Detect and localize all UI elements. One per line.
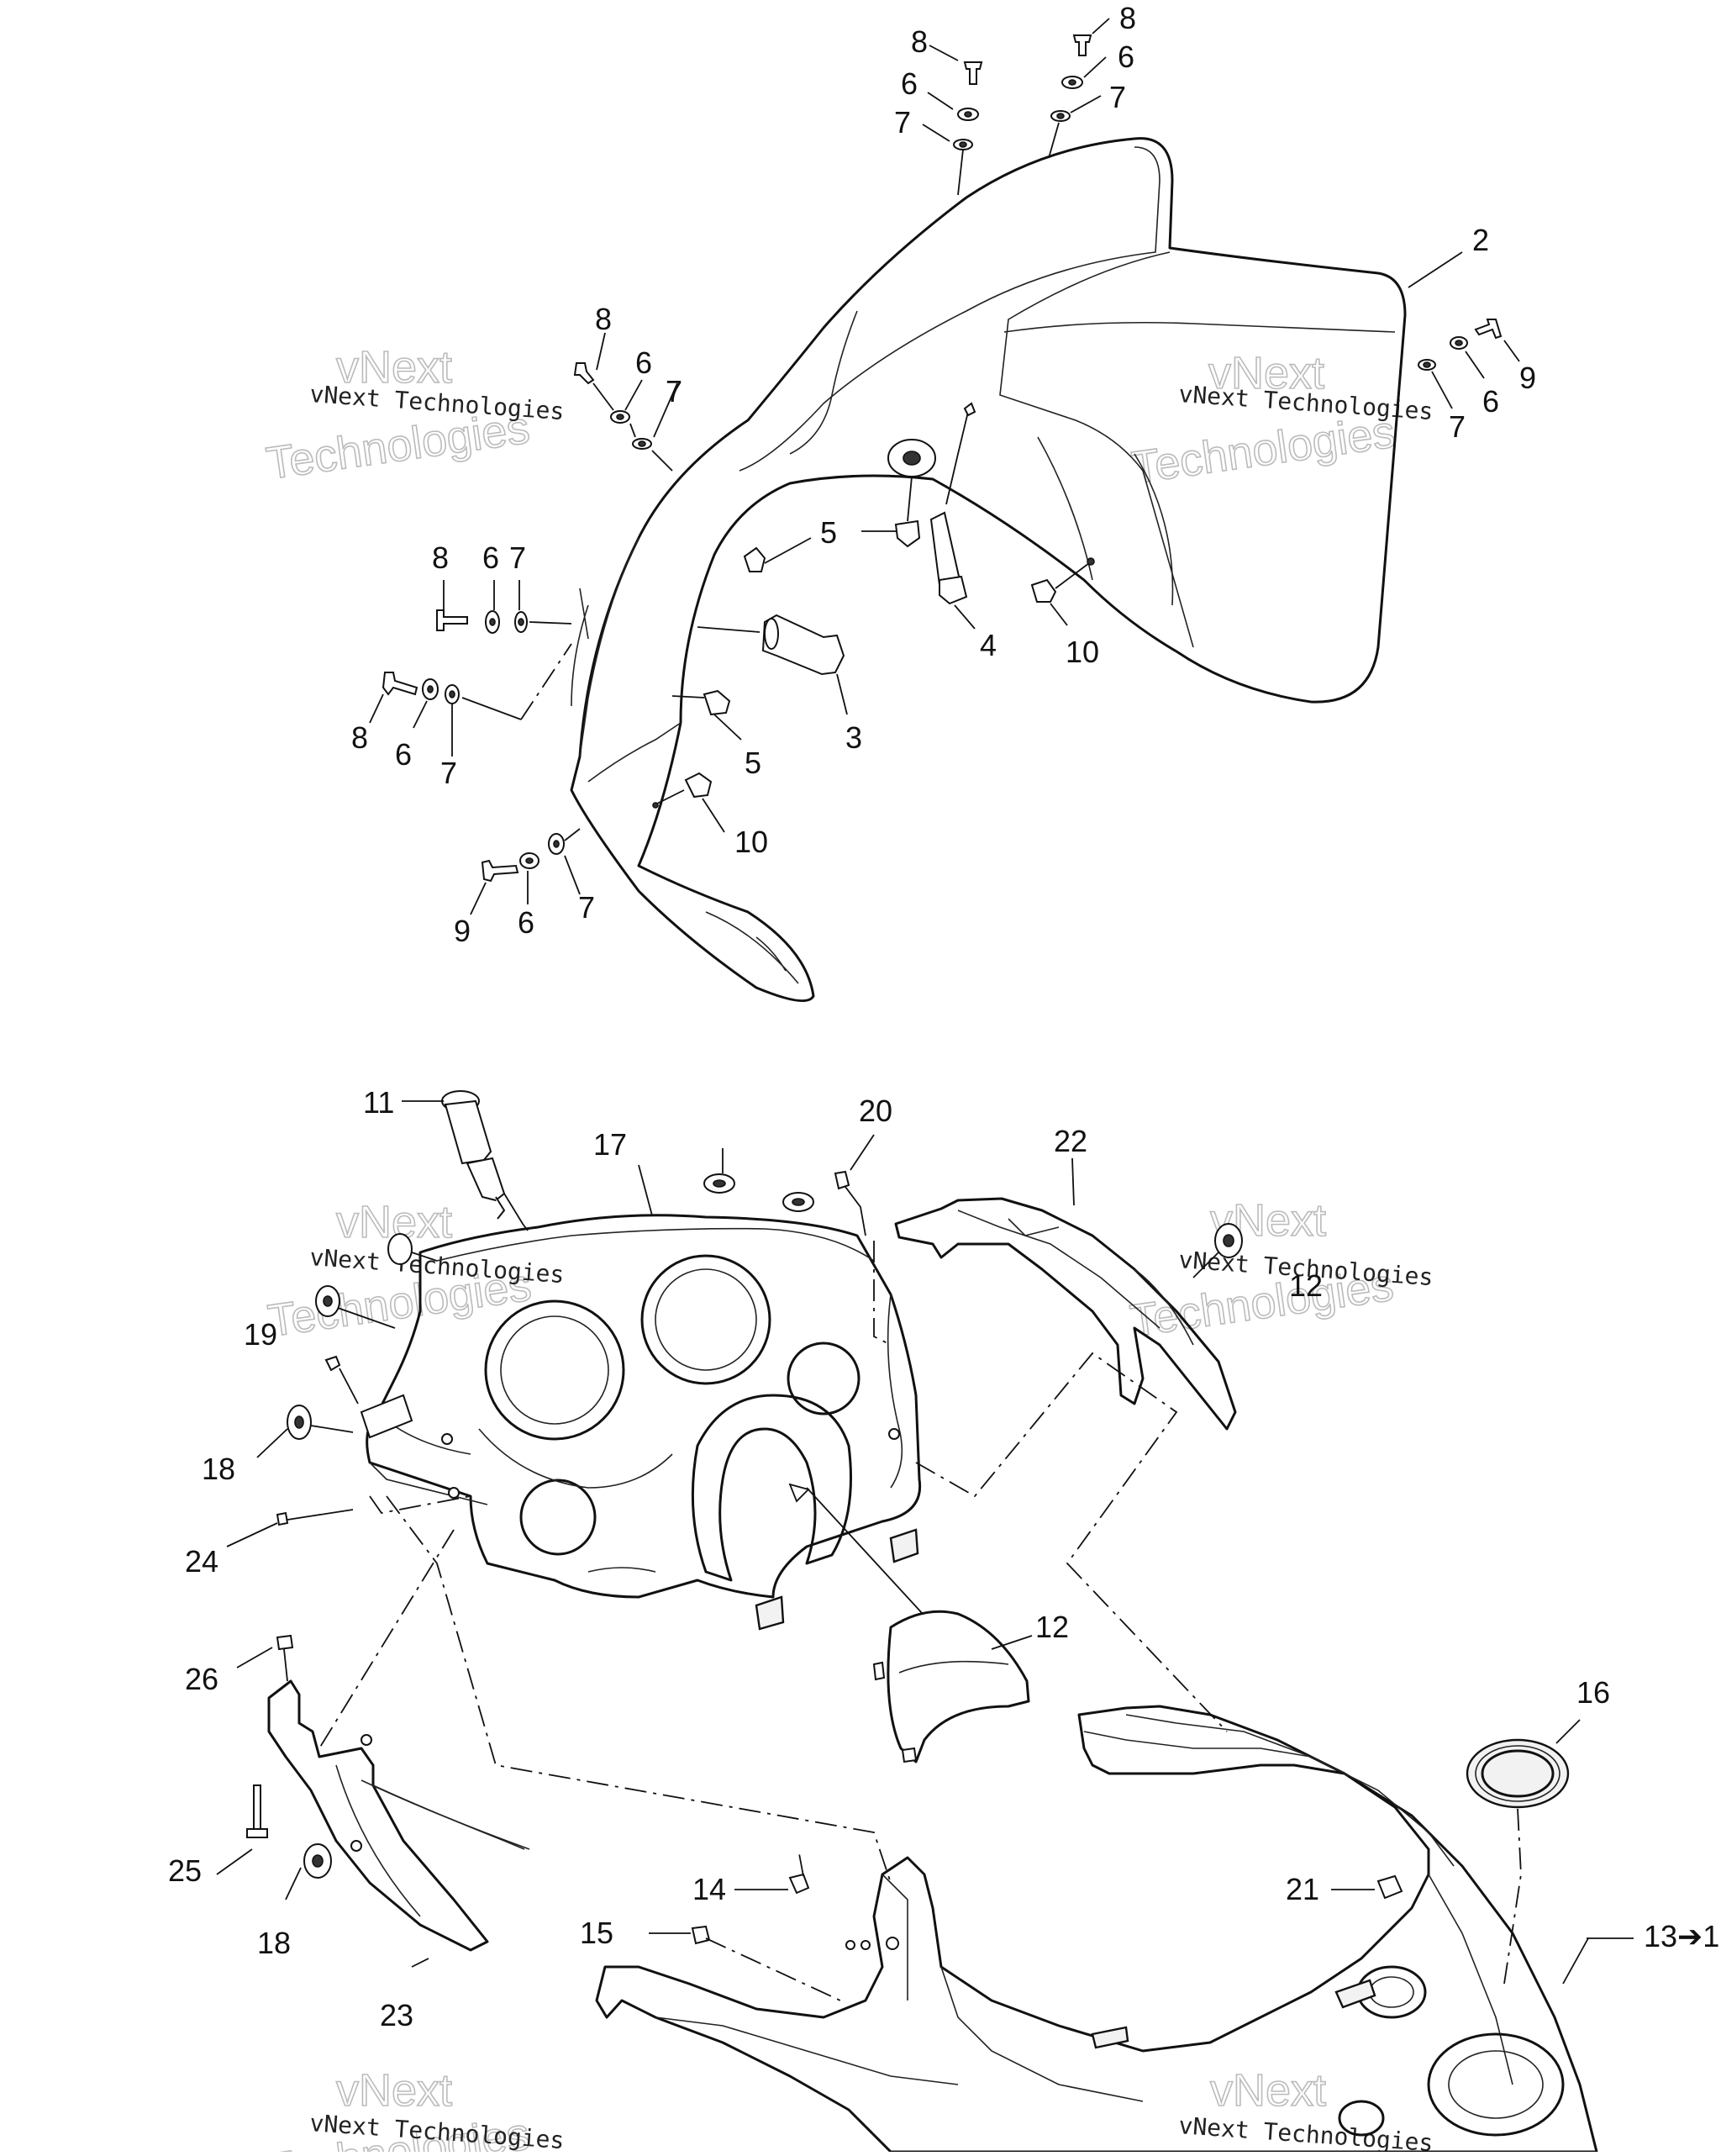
callout-11: 11 — [363, 1085, 394, 1120]
callout-22: 22 — [1054, 1124, 1087, 1158]
fastener-15 — [649, 1925, 841, 2001]
callout-4: 4 — [980, 628, 997, 662]
callout-26: 26 — [185, 1662, 218, 1696]
callout-6: 6 — [901, 66, 918, 101]
callout-18: 18 — [202, 1452, 235, 1486]
accessory-socket-part — [402, 1090, 529, 1231]
callout-24: 24 — [185, 1544, 218, 1579]
watermark-bottom-right: vNext vNext Technologies — [1178, 2064, 1434, 2156]
callout-7: 7 — [894, 105, 911, 140]
callout-18: 18 — [257, 1926, 291, 1960]
hardware-stack-bottom-left — [470, 828, 581, 915]
hardware-stack-top-center — [922, 45, 983, 196]
callout-3: 3 — [845, 720, 862, 755]
callout-7: 7 — [1109, 80, 1126, 114]
watermark-bottom-left: vNext Technologies vNext Technologies — [263, 2064, 566, 2156]
right-side-trim-part — [894, 1197, 1237, 1431]
callout-17: 17 — [593, 1127, 627, 1162]
callout-12: 12 — [1035, 1610, 1069, 1644]
callout-7: 7 — [666, 374, 682, 409]
hardware-stack-left-lower — [369, 643, 572, 756]
lower-body-part — [595, 1705, 1598, 2153]
fastener-21 — [1331, 1874, 1403, 1900]
callout-8: 8 — [595, 302, 612, 336]
callout-6: 6 — [1482, 384, 1499, 419]
callout-8: 8 — [1119, 1, 1136, 35]
callout-20: 20 — [859, 1094, 892, 1128]
callout-6: 6 — [1118, 40, 1134, 74]
callout-9: 9 — [454, 914, 471, 948]
watermark-brand-top: vNext — [336, 2065, 452, 2116]
callout-23: 23 — [380, 1998, 413, 2032]
callout-8: 8 — [351, 720, 368, 755]
hardware-stack-top-right — [1048, 18, 1110, 159]
callout-14: 14 — [692, 1872, 726, 1906]
callout-5: 5 — [820, 515, 837, 550]
callout-5: 5 — [745, 746, 761, 780]
gauge-panel-part — [366, 1214, 922, 1631]
mount-hardware-fairing — [652, 402, 1095, 833]
callout-2: 2 — [1472, 223, 1489, 257]
callout-8: 8 — [432, 540, 449, 575]
left-side-trim-part — [216, 1634, 530, 1968]
watermark-top-left: vNext Technologies vNext Technologies — [263, 341, 566, 489]
callout-7: 7 — [578, 890, 595, 925]
callout-6: 6 — [635, 345, 652, 380]
hardware-stack-left-middle — [436, 580, 572, 634]
assembly-lines — [318, 1241, 1228, 1884]
callout-10: 10 — [1066, 635, 1099, 669]
hardware-stack-right — [1418, 319, 1520, 409]
callout-19: 19 — [244, 1317, 277, 1352]
watermark-brand-top: vNext — [336, 342, 452, 393]
windshield-fairing-part — [570, 137, 1407, 1003]
callout-16: 16 — [1576, 1675, 1610, 1710]
callout-21: 21 — [1286, 1872, 1319, 1906]
callout-13: 13➔1 — [1644, 1919, 1719, 1953]
callout-7: 7 — [509, 540, 526, 575]
callout-12: 12 — [1289, 1268, 1323, 1303]
callout-7: 7 — [1449, 409, 1466, 444]
watermark-top-right: vNext Technologies vNext Technologies — [1129, 347, 1434, 493]
watermark-company: vNext Technologies — [1178, 2111, 1434, 2152]
panel-grommets — [226, 1134, 1243, 1547]
callout-10: 10 — [734, 825, 768, 859]
callout-8: 8 — [911, 24, 928, 59]
watermark-brand-top: vNext — [1208, 348, 1324, 398]
callout-9: 9 — [1519, 361, 1536, 395]
callout-15: 15 — [580, 1916, 613, 1950]
watermark-brand-top: vNext — [1210, 2065, 1326, 2116]
callout-25: 25 — [168, 1853, 202, 1888]
watermark-mid-right: vNext Technologies vNext Technologies — [1127, 1194, 1434, 1347]
sealing-ring-part — [1466, 1719, 1581, 1985]
fastener-14 — [734, 1848, 810, 1895]
callout-6: 6 — [395, 737, 412, 772]
callout-6: 6 — [518, 905, 534, 940]
cover-part — [872, 1610, 1033, 1763]
callout-6: 6 — [482, 540, 499, 575]
callout-7: 7 — [440, 756, 457, 790]
hardware-stack-left-upper — [573, 332, 678, 472]
